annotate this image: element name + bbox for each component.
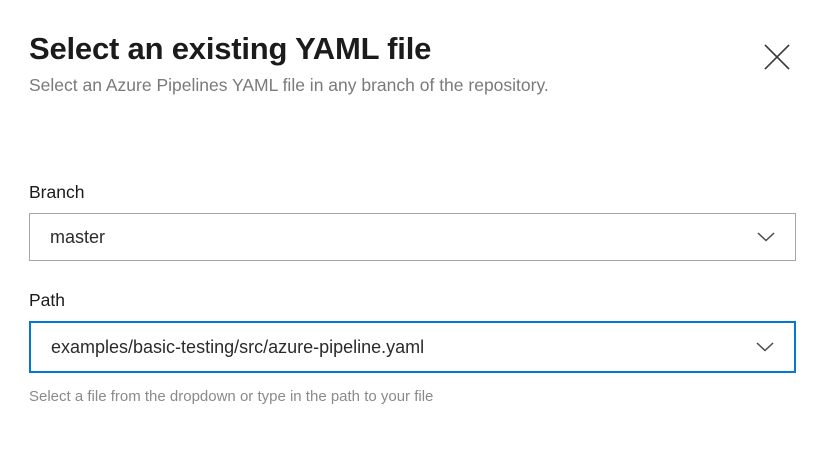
branch-label: Branch: [29, 182, 85, 202]
branch-input[interactable]: [30, 225, 795, 249]
branch-combobox[interactable]: [29, 213, 796, 261]
dialog-subtitle: Select an Azure Pipelines YAML file in a…: [29, 75, 549, 95]
close-button[interactable]: [758, 38, 796, 76]
path-label: Path: [29, 290, 65, 310]
chevron-down-icon[interactable]: [751, 222, 781, 252]
branch-field-group: Branch: [29, 180, 796, 261]
path-combobox[interactable]: [29, 321, 796, 373]
path-input[interactable]: [31, 335, 794, 359]
chevron-down-icon[interactable]: [750, 332, 780, 362]
path-field-group: Path Select a file from the dropdown or …: [29, 288, 796, 407]
page-title: Select an existing YAML file: [29, 31, 432, 66]
yaml-file-form: Branch Path Select a file: [29, 180, 796, 407]
path-helper-text: Select a file from the dropdown or type …: [29, 388, 434, 405]
close-icon: [763, 43, 791, 71]
dialog-header: Select an existing YAML file Select an A…: [29, 30, 791, 98]
